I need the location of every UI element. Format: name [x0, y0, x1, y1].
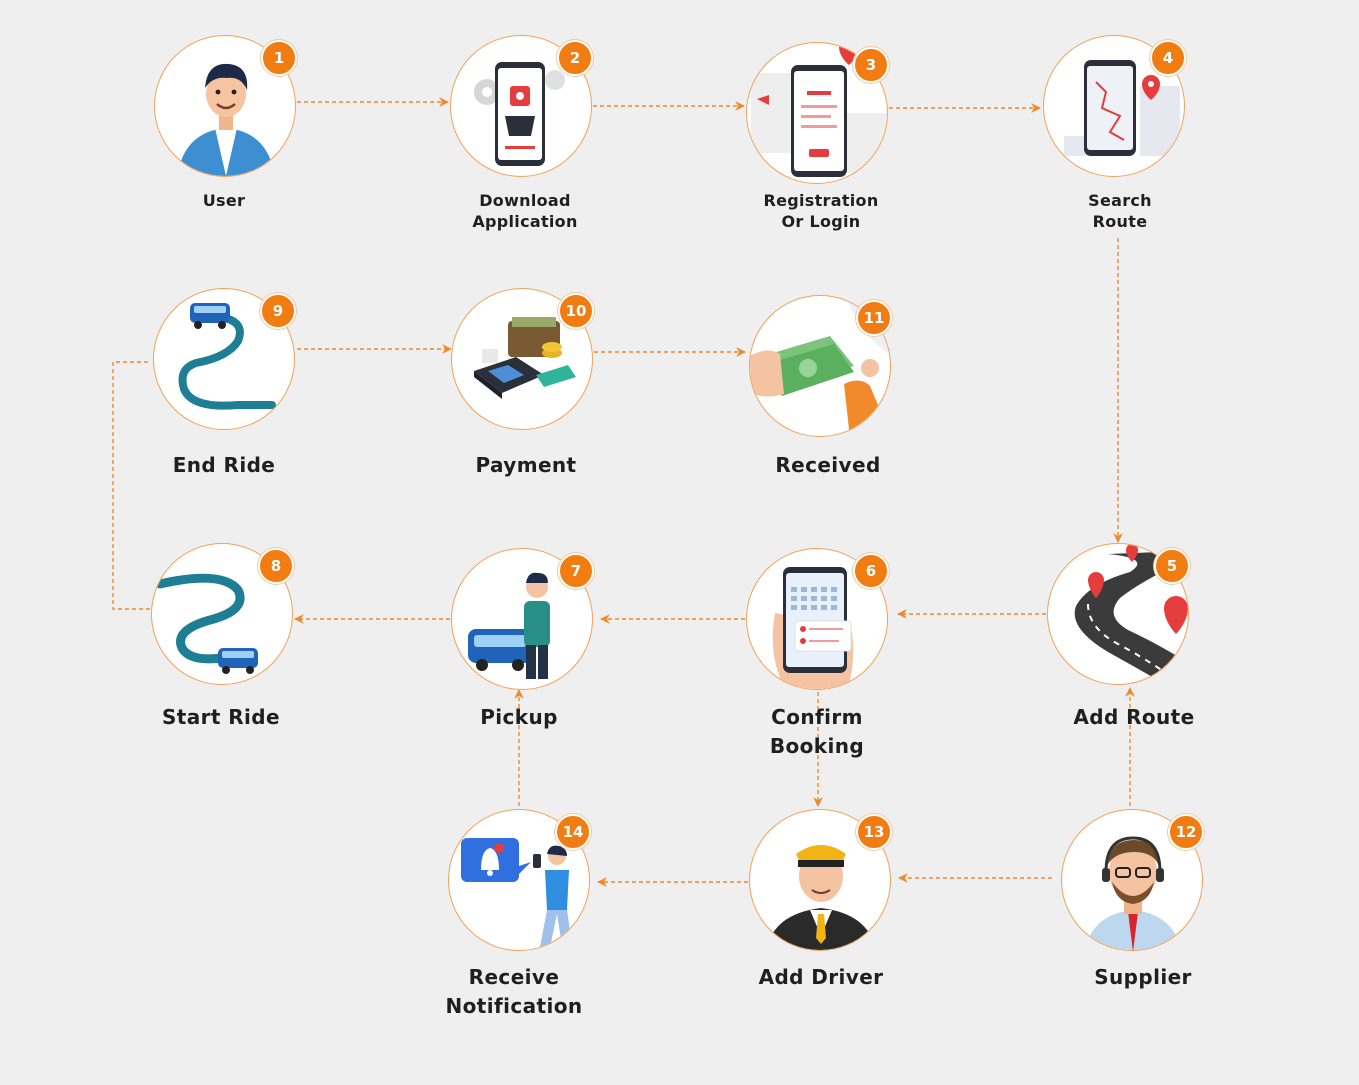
winding-road-bus-icon — [155, 573, 258, 674]
step-label: Pickup — [480, 705, 558, 729]
driver-cap-icon — [766, 845, 876, 950]
step-node-6 — [746, 548, 888, 690]
phone-download-icon — [474, 62, 565, 166]
step-label: Receive Notification — [445, 965, 583, 1018]
step-number-badge: 12 — [1168, 814, 1204, 850]
step-number-badge: 11 — [856, 300, 892, 336]
step-label: Add Driver — [758, 965, 884, 989]
step-label: Supplier — [1094, 965, 1192, 989]
step-number-badge: 13 — [856, 814, 892, 850]
step-node-12 — [1061, 809, 1203, 951]
connector-8-9 — [112, 361, 150, 610]
step-node-8 — [151, 543, 293, 685]
step-number-badge: 7 — [558, 553, 594, 589]
step-label: Registration Or Login — [763, 191, 879, 231]
step-number-badge: 3 — [853, 47, 889, 83]
bus-passenger-icon — [468, 572, 550, 679]
step-label: Confirm Booking — [769, 705, 865, 758]
step-label: User — [202, 191, 246, 210]
step-number-badge: 14 — [555, 814, 591, 850]
step-number-badge: 10 — [558, 293, 594, 329]
wallet-card-terminal-icon — [474, 317, 576, 399]
step-node-13 — [749, 809, 891, 951]
headset-agent-icon — [1084, 836, 1182, 950]
step-label: End Ride — [172, 453, 276, 477]
cash-received-icon — [750, 296, 890, 436]
winding-road-bus-end-icon — [178, 303, 276, 410]
phone-map-route-icon — [1064, 60, 1180, 156]
step-number-badge: 9 — [260, 293, 296, 329]
step-label: Add Route — [1073, 705, 1195, 729]
road-with-pins-icon — [1074, 544, 1188, 684]
step-number-badge: 5 — [1154, 548, 1190, 584]
step-number-badge: 1 — [261, 40, 297, 76]
step-label: Payment — [475, 453, 577, 477]
phone-login-form-icon — [751, 43, 887, 177]
step-label: Start Ride — [162, 705, 280, 729]
step-label: Received — [775, 453, 881, 477]
step-number-badge: 8 — [258, 548, 294, 584]
hand-phone-calendar-icon — [772, 567, 854, 689]
notification-bell-person-icon — [461, 838, 573, 950]
step-number-badge: 4 — [1150, 40, 1186, 76]
step-number-badge: 2 — [557, 40, 593, 76]
step-node-7 — [451, 548, 593, 690]
step-node-11 — [749, 295, 891, 437]
step-number-badge: 6 — [853, 553, 889, 589]
user-avatar-icon — [177, 63, 275, 176]
step-label: Download Application — [472, 191, 578, 231]
step-label: Search Route — [1088, 191, 1152, 231]
step-node-4 — [1043, 35, 1185, 177]
